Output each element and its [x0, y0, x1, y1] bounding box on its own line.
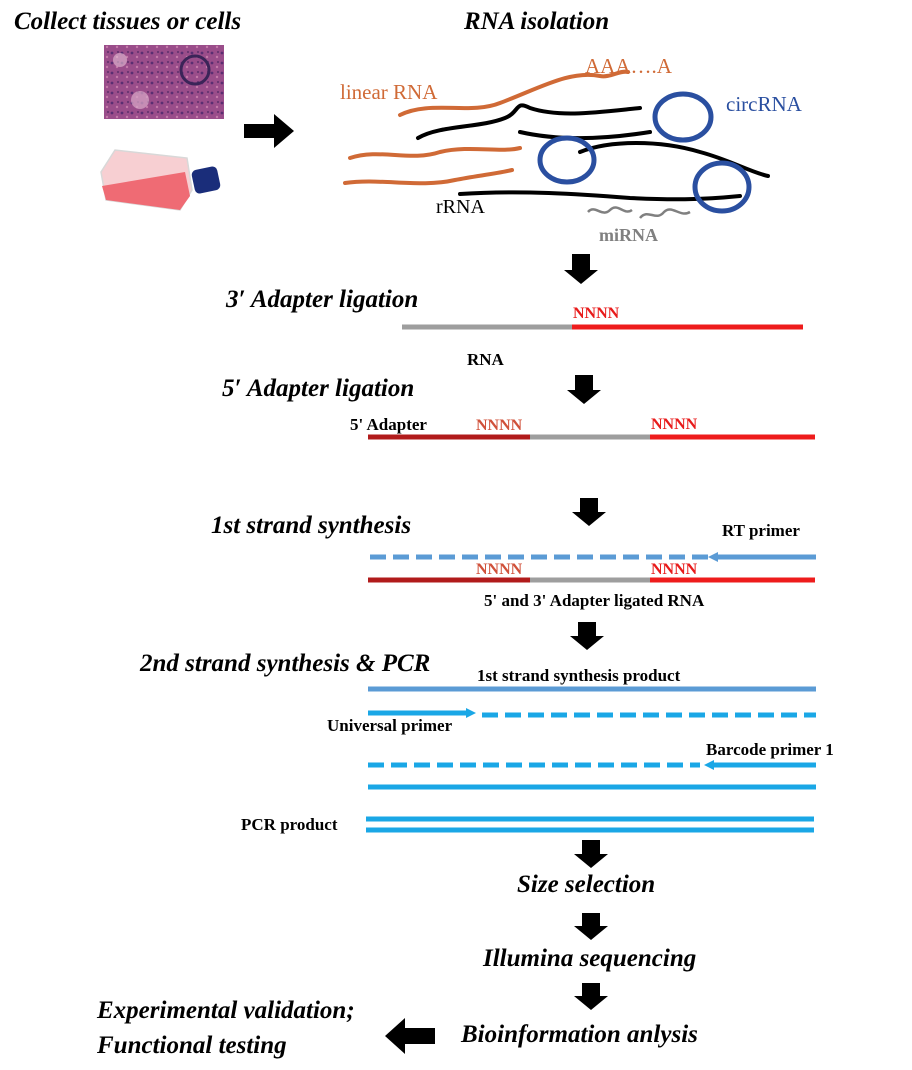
first-strand-construct — [368, 552, 816, 583]
nnnn-3prime-b: NNNN — [651, 416, 698, 433]
adapter5-label: 5' Adapter — [350, 415, 427, 434]
arrow-down-icon — [572, 498, 606, 526]
polya-label: AAA….A — [585, 54, 672, 78]
validation-line2: Functional testing — [97, 1032, 287, 1059]
step-size-selection: Size selection — [517, 871, 656, 898]
arrow-down-icons — [564, 254, 608, 1010]
step-adapter3: 3′ Adapter ligation — [226, 286, 419, 313]
arrow-left-icon — [385, 1018, 435, 1054]
rt-primer-label: RT primer — [722, 521, 800, 540]
circrna-label: circRNA — [726, 92, 802, 116]
step-first-strand: 1st strand synthesis — [211, 512, 412, 539]
step-bioinformatics: Bioinformation anlysis — [461, 1021, 698, 1048]
nnnn-5prime-c: NNNN — [476, 561, 523, 578]
linear-rna-label: linear RNA — [340, 80, 438, 104]
tissue-section-image — [104, 45, 224, 119]
barcode-primer-label: Barcode primer 1 — [706, 740, 834, 759]
step-sequencing: Illumina sequencing — [483, 945, 697, 972]
nnnn-3prime-c: NNNN — [651, 561, 698, 578]
arrow-down-icon — [570, 622, 604, 650]
nnnn-5prime-b: NNNN — [476, 417, 523, 434]
linear-rna-strands — [343, 69, 630, 186]
arrow-down-icon — [564, 254, 598, 284]
mirna-strands — [587, 206, 691, 219]
universal-primer-label: Universal primer — [327, 716, 453, 735]
pcr-product-label: PCR product — [241, 815, 338, 834]
arrow-down-icon — [574, 840, 608, 868]
mirna-label: miRNA — [599, 225, 658, 245]
step-adapter5: 5′ Adapter ligation — [222, 375, 415, 402]
cell-culture-flask-icon — [100, 149, 221, 211]
arrow-down-icon — [567, 375, 601, 404]
arrow-down-icon — [574, 983, 608, 1010]
arrow-right-icon — [244, 114, 294, 148]
second-strand-construct — [366, 686, 816, 833]
isolation-title: RNA isolation — [464, 8, 610, 35]
first-product-label: 1st strand synthesis product — [477, 666, 681, 685]
validation-line1: Experimental validation; — [97, 997, 355, 1024]
nnnn-3prime-a: NNNN — [573, 305, 620, 322]
step-second-strand: 2nd strand synthesis & PCR — [140, 650, 431, 677]
collect-title: Collect tissues or cells — [14, 8, 242, 35]
arrow-down-icon — [574, 913, 608, 940]
circ-rna-rings — [537, 91, 752, 214]
ligated-rna-label: 5' and 3' Adapter ligated RNA — [484, 591, 705, 610]
rrna-label: rRNA — [436, 196, 485, 218]
rna-label: RNA — [467, 350, 504, 369]
